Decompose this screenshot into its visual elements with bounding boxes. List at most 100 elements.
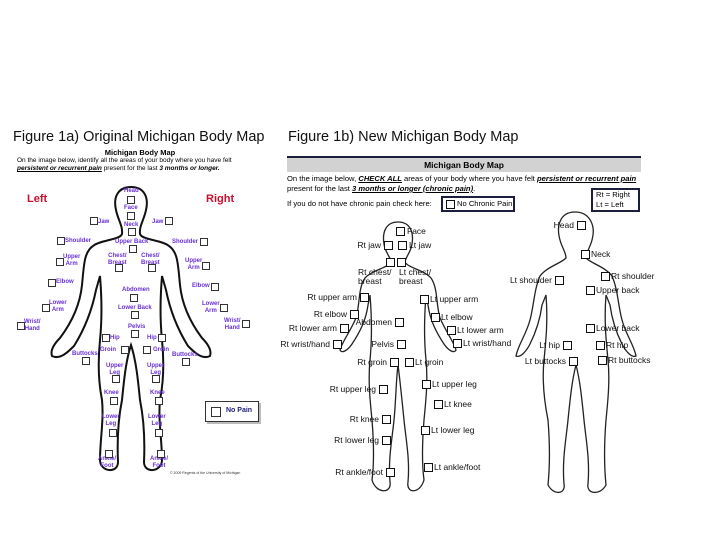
no-pain-option[interactable]: No Pain	[205, 401, 259, 422]
original-region-checkbox[interactable]	[56, 258, 64, 266]
original-region-checkbox[interactable]	[155, 397, 163, 405]
front-region-checkbox[interactable]	[398, 241, 407, 250]
original-region-checkbox[interactable]	[200, 238, 208, 246]
original-region-label: Hip	[147, 335, 157, 341]
original-region-checkbox[interactable]	[48, 279, 56, 287]
original-region-checkbox[interactable]	[90, 217, 98, 225]
front-region-checkbox[interactable]	[420, 295, 429, 304]
original-region-checkbox[interactable]	[105, 450, 113, 458]
text: present for the last	[287, 184, 353, 193]
front-region-checkbox[interactable]	[431, 313, 440, 322]
original-region-checkbox[interactable]	[148, 264, 156, 272]
original-region-label: Groin	[100, 347, 116, 353]
front-region-checkbox[interactable]	[447, 326, 456, 335]
original-region-label: Lower Back	[118, 305, 152, 311]
original-region-label: Chest/ Breast	[141, 253, 160, 266]
front-region-checkbox[interactable]	[453, 339, 462, 348]
back-region-label: Neck	[591, 249, 611, 259]
original-region-checkbox[interactable]	[127, 196, 135, 204]
original-region-label: Lower Leg	[148, 414, 166, 427]
back-region-checkbox[interactable]	[586, 324, 595, 333]
front-region-checkbox[interactable]	[386, 468, 395, 477]
front-region-checkbox[interactable]	[379, 385, 388, 394]
front-region-checkbox[interactable]	[390, 358, 399, 367]
no-chronic-pain-checkbox[interactable]	[446, 200, 455, 209]
original-region-checkbox[interactable]	[131, 311, 139, 319]
original-region-checkbox[interactable]	[129, 245, 137, 253]
original-region-checkbox[interactable]	[115, 264, 123, 272]
original-region-checkbox[interactable]	[112, 375, 120, 383]
back-region-checkbox[interactable]	[577, 221, 586, 230]
original-region-checkbox[interactable]	[109, 429, 117, 437]
front-region-label: Lt ankle/foot	[434, 462, 481, 472]
front-region-checkbox[interactable]	[333, 340, 342, 349]
back-region-label: Head	[553, 220, 574, 230]
original-region-checkbox[interactable]	[220, 304, 228, 312]
front-region-label: Lt lower leg	[431, 425, 475, 435]
original-region-checkbox[interactable]	[110, 397, 118, 405]
original-region-label: Knee	[150, 390, 165, 396]
original-region-checkbox[interactable]	[155, 429, 163, 437]
emphasis: 3 months or longer.	[159, 165, 220, 172]
back-region-checkbox[interactable]	[581, 250, 590, 259]
original-region-checkbox[interactable]	[128, 228, 136, 236]
front-region-checkbox[interactable]	[386, 258, 395, 267]
original-region-checkbox[interactable]	[82, 357, 90, 365]
front-region-checkbox[interactable]	[340, 324, 349, 333]
original-region-checkbox[interactable]	[202, 262, 210, 270]
front-region-label: Lt jaw	[409, 240, 432, 250]
no-chronic-pain-option[interactable]: No Chronic Pain	[441, 196, 515, 212]
original-region-label: Lower Arm	[49, 300, 67, 313]
original-region-checkbox[interactable]	[211, 283, 219, 291]
figure-1a-instructions-line2: persistent or recurrent pain present for…	[17, 165, 220, 172]
front-region-checkbox[interactable]	[384, 241, 393, 250]
original-region-checkbox[interactable]	[152, 375, 160, 383]
no-chronic-pain-label: No Chronic Pain	[457, 199, 513, 208]
front-region-checkbox[interactable]	[395, 318, 404, 327]
front-region-checkbox[interactable]	[382, 436, 391, 445]
front-region-label: Rt chest/ breast	[358, 267, 392, 286]
front-region-checkbox[interactable]	[421, 426, 430, 435]
original-region-checkbox[interactable]	[158, 334, 166, 342]
front-region-checkbox[interactable]	[405, 358, 414, 367]
original-region-checkbox[interactable]	[130, 294, 138, 302]
original-region-checkbox[interactable]	[131, 330, 139, 338]
original-region-checkbox[interactable]	[102, 334, 110, 342]
back-region-checkbox[interactable]	[598, 356, 607, 365]
copyright: © 2009 Regents of the University of Mich…	[170, 471, 241, 475]
original-region-checkbox[interactable]	[17, 322, 25, 330]
original-region-label: Knee	[104, 390, 119, 396]
original-region-checkbox[interactable]	[242, 320, 250, 328]
back-region-checkbox[interactable]	[586, 286, 595, 295]
no-pain-checkbox[interactable]	[211, 407, 221, 417]
front-region-checkbox[interactable]	[397, 258, 406, 267]
figure-1b-instructions-line1: On the image below, CHECK ALL areas of y…	[287, 174, 636, 183]
original-region-label: Buttocks	[172, 352, 198, 358]
original-region-checkbox[interactable]	[127, 212, 135, 220]
back-region-checkbox[interactable]	[601, 272, 610, 281]
front-region-checkbox[interactable]	[424, 463, 433, 472]
back-region-checkbox[interactable]	[563, 341, 572, 350]
original-region-checkbox[interactable]	[157, 450, 165, 458]
original-region-checkbox[interactable]	[182, 358, 190, 366]
original-region-checkbox[interactable]	[121, 346, 129, 354]
no-pain-label: No Pain	[226, 407, 253, 414]
original-region-checkbox[interactable]	[143, 346, 151, 354]
original-region-label: Ankle/ Foot	[150, 456, 169, 469]
front-region-checkbox[interactable]	[396, 227, 405, 236]
front-region-checkbox[interactable]	[397, 340, 406, 349]
original-region-checkbox[interactable]	[42, 304, 50, 312]
back-region-checkbox[interactable]	[569, 357, 578, 366]
front-region-checkbox[interactable]	[360, 293, 369, 302]
front-region-checkbox[interactable]	[422, 380, 431, 389]
right-side-label: Right	[206, 193, 235, 205]
back-region-checkbox[interactable]	[555, 276, 564, 285]
original-region-checkbox[interactable]	[57, 237, 65, 245]
front-region-checkbox[interactable]	[434, 400, 443, 409]
front-region-label: Lt wrist/hand	[463, 338, 512, 348]
back-region-checkbox[interactable]	[596, 341, 605, 350]
front-region-label: Lt upper arm	[430, 294, 479, 304]
original-region-checkbox[interactable]	[165, 217, 173, 225]
front-region-checkbox[interactable]	[382, 415, 391, 424]
front-region-checkbox[interactable]	[350, 310, 359, 319]
